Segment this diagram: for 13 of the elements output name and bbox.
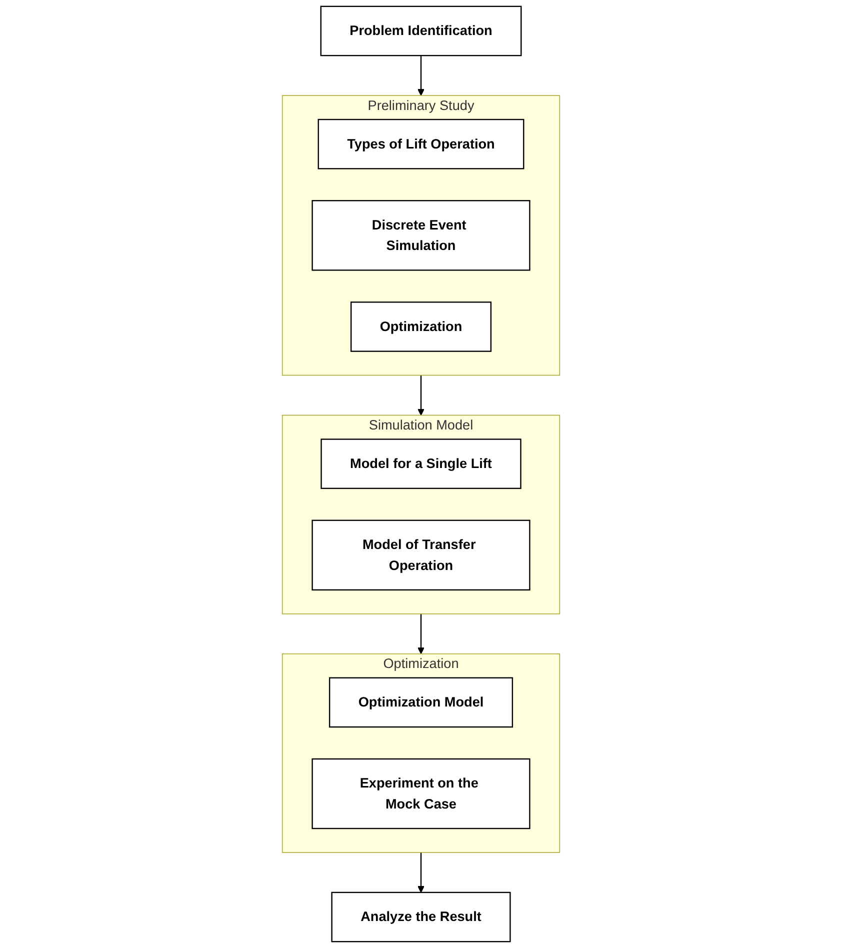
node-box: Optimization Model <box>328 677 514 728</box>
arrow <box>417 375 425 416</box>
node-box: Optimization <box>350 302 492 352</box>
node-box: Experiment on the Mock Case <box>312 758 530 830</box>
node-box: Model of Transfer Operation <box>312 520 530 590</box>
node-box: Model for a Single Lift <box>320 438 522 489</box>
node-box: Analyze the Result <box>331 892 511 942</box>
node-box: Discrete Event Simulation <box>312 200 530 271</box>
node-box: Problem Identification <box>320 6 522 56</box>
node-box: Types of Lift Operation <box>318 118 524 170</box>
arrow <box>417 56 425 96</box>
arrow <box>417 614 425 654</box>
arrow <box>417 852 425 893</box>
